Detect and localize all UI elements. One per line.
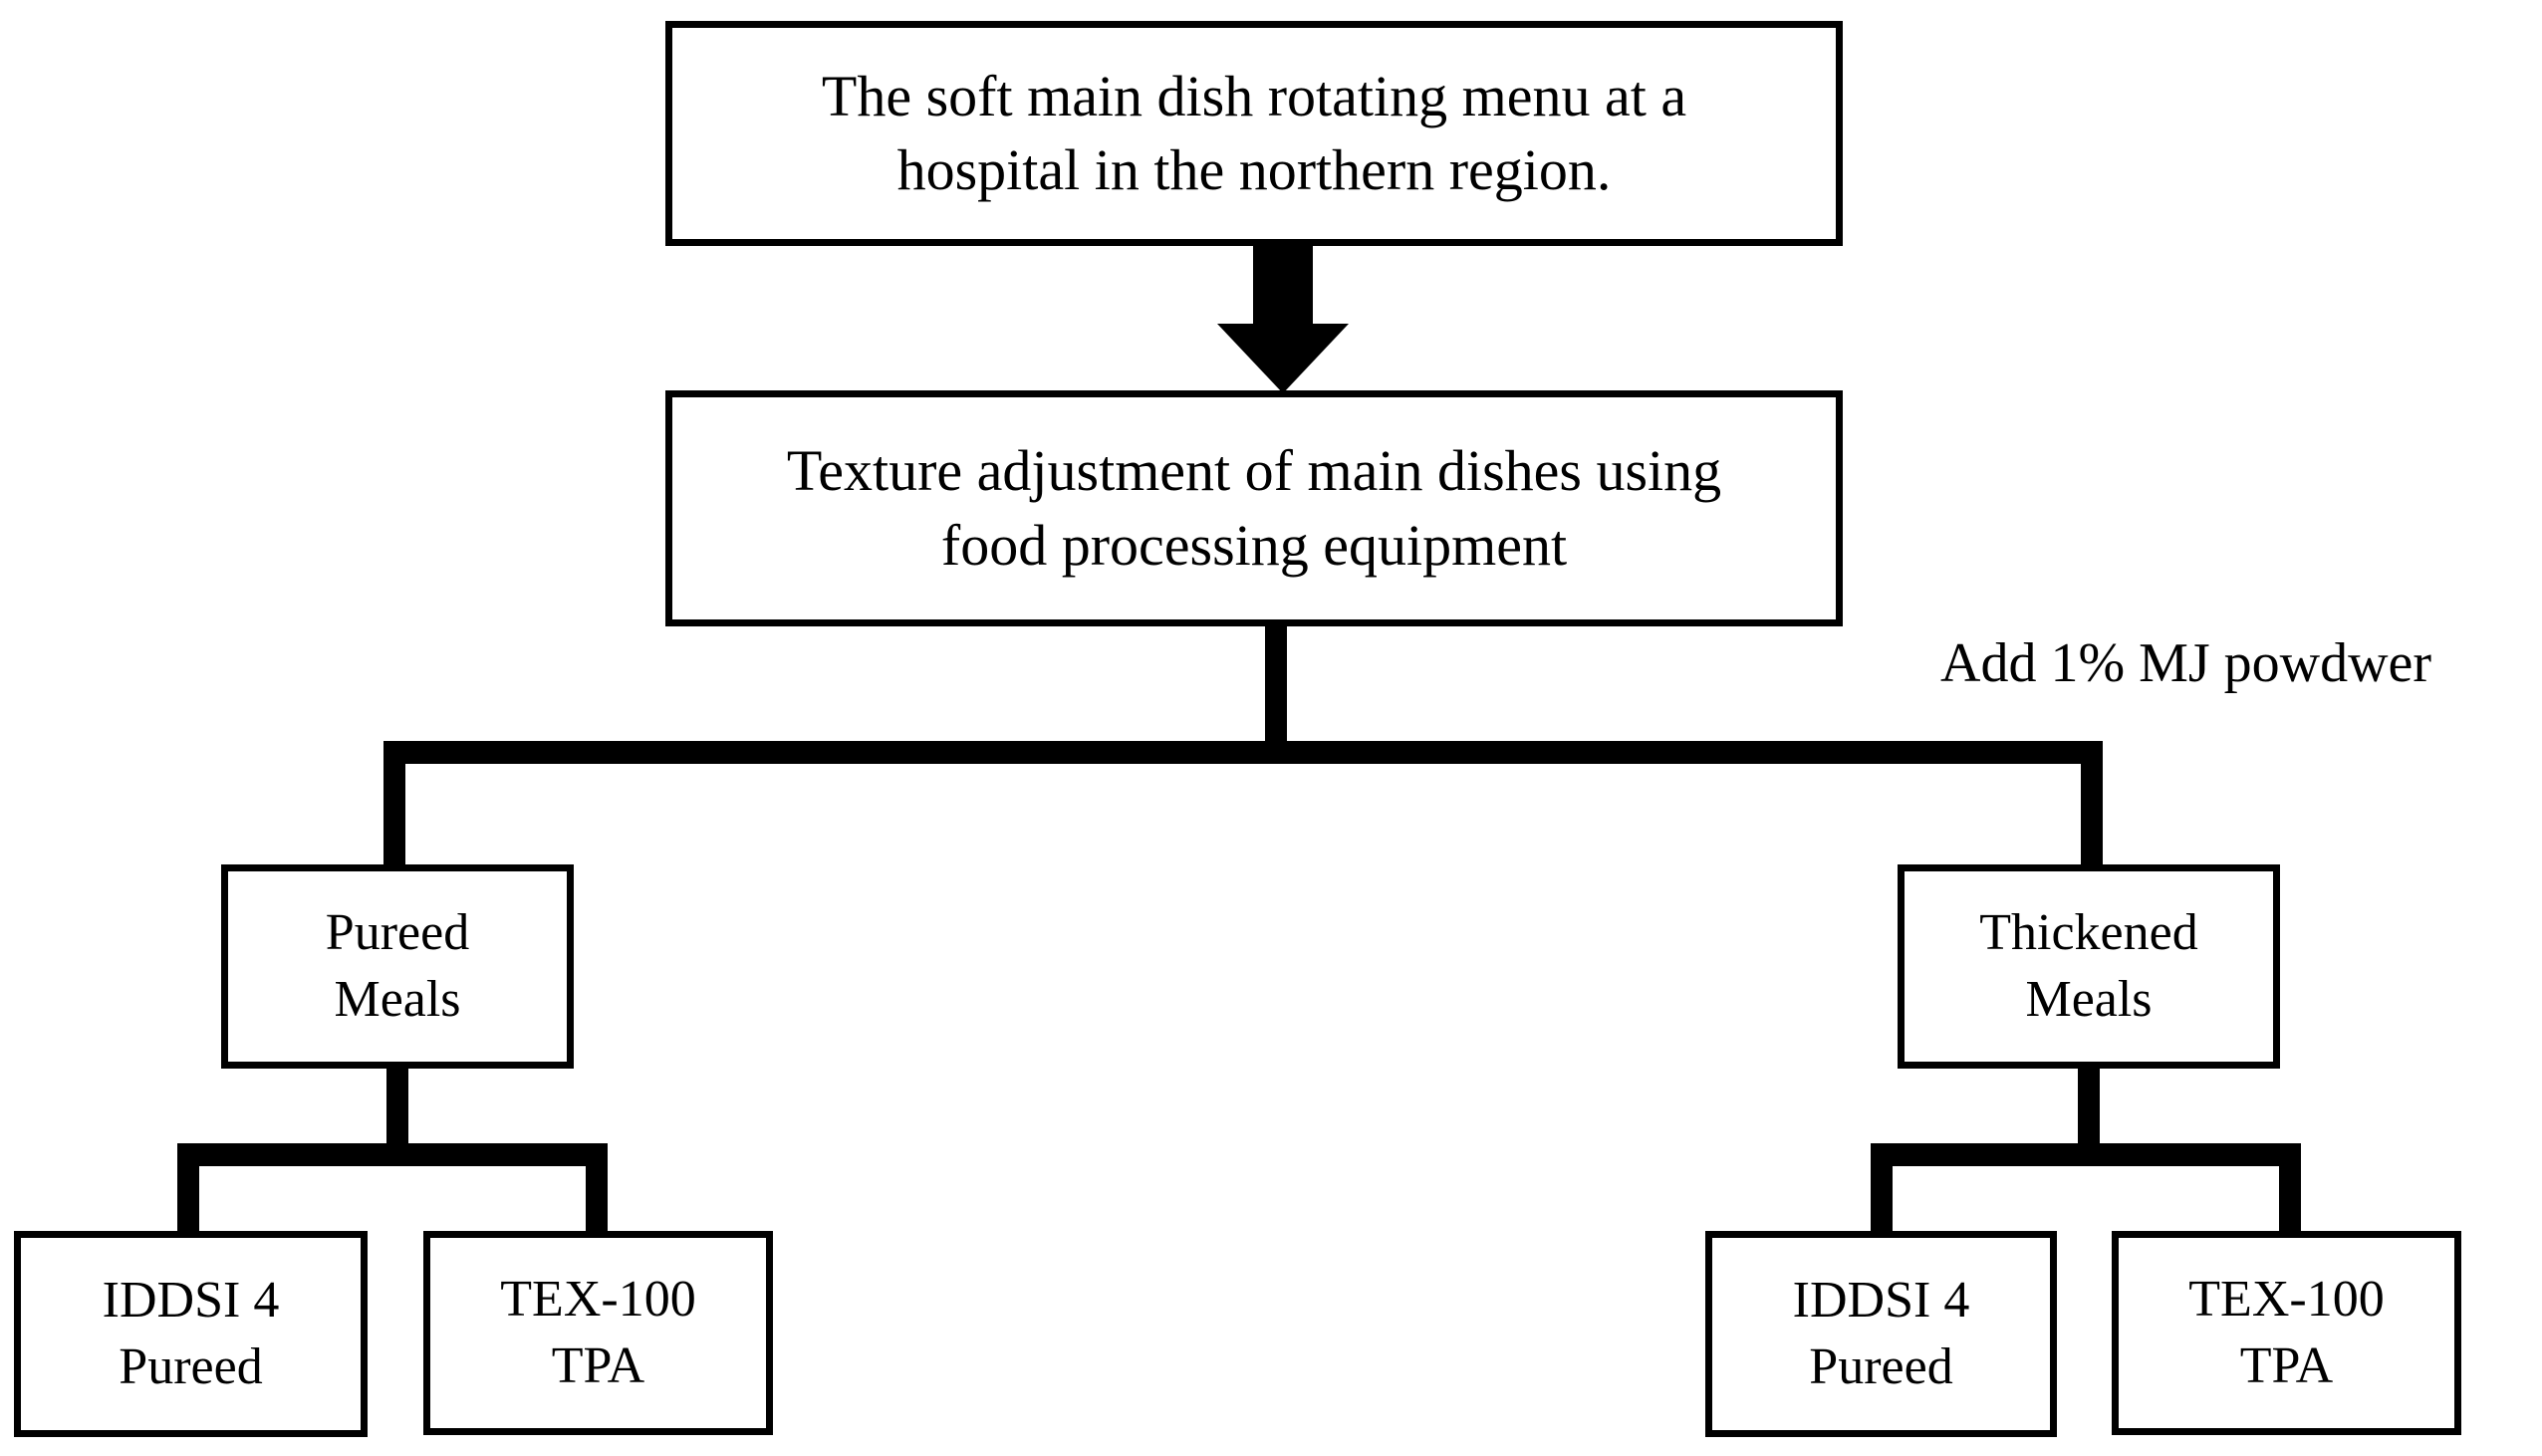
node-source-label: The soft main dish rotating menu at a ho… — [821, 63, 1687, 202]
connector-drop-to-pureed — [383, 741, 405, 870]
connector-pureed-stem — [386, 1064, 408, 1153]
connector-thickened-stem — [2078, 1064, 2100, 1153]
connector-pureed-to-tex — [586, 1143, 608, 1235]
connector-process-stem — [1265, 621, 1287, 763]
node-pureed-meals-box[interactable]: Pureed Meals — [221, 864, 574, 1069]
node-right-iddsi4-pureed-label: IDDSI 4 Pureed — [1792, 1271, 1970, 1395]
node-left-iddsi4-pureed-label: IDDSI 4 Pureed — [102, 1271, 280, 1395]
node-left-tex100-tpa-box[interactable]: TEX-100 TPA — [423, 1231, 773, 1435]
connector-branch-bar — [383, 741, 2103, 764]
node-thickened-meals-label: Thickened Meals — [1979, 903, 2198, 1028]
connector-pureed-to-iddsi — [177, 1143, 199, 1235]
node-process-label: Texture adjustment of main dishes using … — [786, 438, 1722, 578]
connector-pureed-split-bar — [177, 1143, 608, 1166]
node-right-tex100-tpa-box[interactable]: TEX-100 TPA — [2112, 1231, 2461, 1435]
node-right-iddsi4-pureed-box[interactable]: IDDSI 4 Pureed — [1705, 1231, 2057, 1437]
connector-thickened-split-bar — [1871, 1143, 2301, 1166]
node-left-tex100-tpa-label: TEX-100 TPA — [500, 1270, 696, 1394]
node-process-box[interactable]: Texture adjustment of main dishes using … — [665, 390, 1843, 626]
connector-thickened-to-tex — [2279, 1143, 2301, 1235]
edge-label-add-mj-powder: Add 1% MJ powdwer — [1940, 632, 2432, 694]
arrow-down-icon — [1217, 242, 1349, 393]
node-left-iddsi4-pureed-box[interactable]: IDDSI 4 Pureed — [14, 1231, 368, 1437]
node-source-box[interactable]: The soft main dish rotating menu at a ho… — [665, 21, 1843, 246]
connector-drop-to-thickened — [2081, 741, 2103, 870]
node-thickened-meals-box[interactable]: Thickened Meals — [1898, 864, 2280, 1069]
connector-thickened-to-iddsi — [1871, 1143, 1893, 1235]
node-pureed-meals-label: Pureed Meals — [325, 903, 470, 1028]
node-right-tex100-tpa-label: TEX-100 TPA — [2188, 1270, 2385, 1394]
